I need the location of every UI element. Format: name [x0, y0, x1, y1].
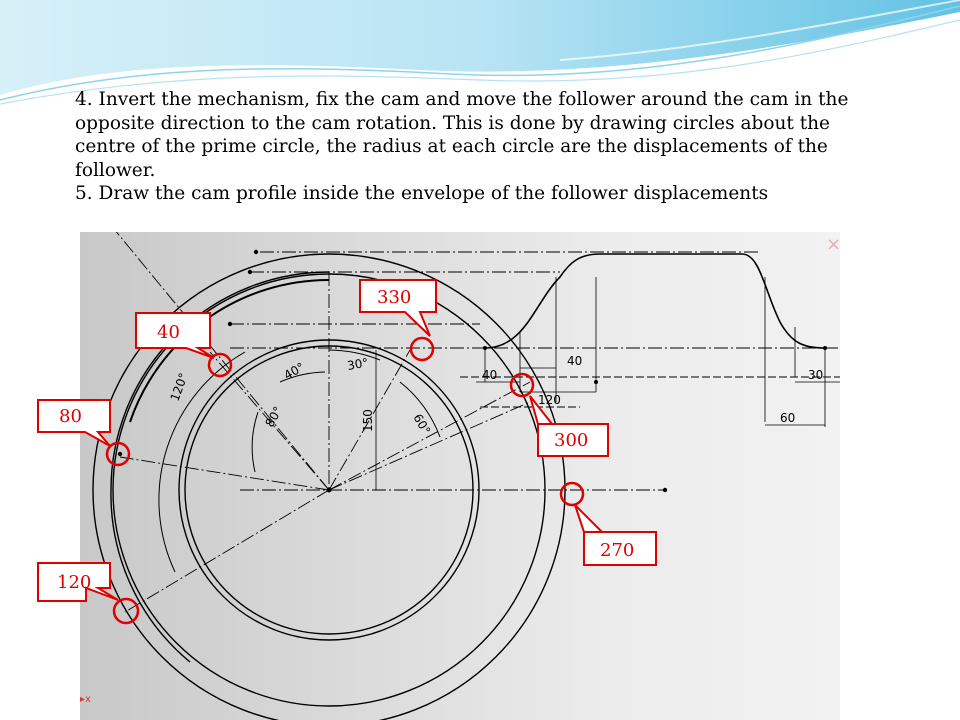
step-5-text: 5. Draw the cam profile inside the envel…	[75, 183, 769, 204]
callout-120-label: 120	[57, 572, 91, 593]
callout-330: 330	[359, 279, 437, 362]
corner-marker: ▸x	[80, 694, 91, 705]
dim-label-40-left: 40	[482, 368, 497, 382]
callout-80-marker	[105, 441, 131, 467]
point-dot	[227, 321, 233, 327]
point-dot	[594, 380, 598, 384]
slide-body-text: 4. Invert the mechanism, fix the cam and…	[75, 88, 875, 206]
callout-120-marker	[112, 597, 140, 625]
angle-arc-120	[158, 351, 246, 573]
dim-label-120: 120	[538, 393, 561, 407]
ray-line	[209, 351, 330, 491]
angle-arc-80	[251, 411, 259, 473]
angle-label-30: 30°	[346, 355, 369, 372]
callout-40-label: 40	[157, 322, 180, 343]
callout-40: 40	[135, 312, 233, 378]
callout-300-label: 300	[554, 430, 588, 451]
callout-80-label: 80	[59, 406, 82, 427]
point-dot	[483, 346, 487, 350]
dim-label-30: 30	[808, 368, 823, 382]
callout-300: 300	[509, 372, 609, 457]
cam-outer-profile	[110, 271, 330, 663]
point-dot	[823, 346, 827, 350]
point-dot	[662, 487, 668, 493]
dim-label-150: 150	[361, 409, 375, 432]
angle-arc-40	[279, 371, 326, 383]
callout-80: 80	[37, 399, 131, 467]
callout-270: 270	[559, 481, 657, 566]
dim-label-40-right: 40	[567, 354, 582, 368]
ray-line	[119, 456, 330, 491]
header-wave-decoration	[0, 0, 960, 105]
callout-270-label: 270	[600, 540, 634, 561]
dim-label-60: 60	[780, 411, 795, 425]
ray-line	[115, 232, 330, 491]
point-dot	[326, 487, 332, 493]
callout-270-marker	[559, 481, 585, 507]
callout-330-label: 330	[377, 287, 411, 308]
displacement-curve	[484, 253, 826, 349]
ray-line	[328, 349, 411, 491]
point-dot	[247, 269, 253, 275]
ray-line	[328, 381, 531, 491]
callout-120: 120	[37, 562, 140, 625]
close-mark: ×	[826, 234, 840, 255]
callout-40-marker	[207, 352, 233, 378]
angle-arc-30	[328, 349, 381, 361]
callout-300-marker	[509, 372, 535, 398]
ray-line	[124, 489, 330, 613]
step-4-text: 4. Invert the mechanism, fix the cam and…	[75, 89, 849, 181]
point-dot	[253, 249, 259, 255]
ray-line	[328, 401, 531, 491]
point-dot	[117, 451, 123, 457]
callout-330-marker	[409, 336, 435, 362]
